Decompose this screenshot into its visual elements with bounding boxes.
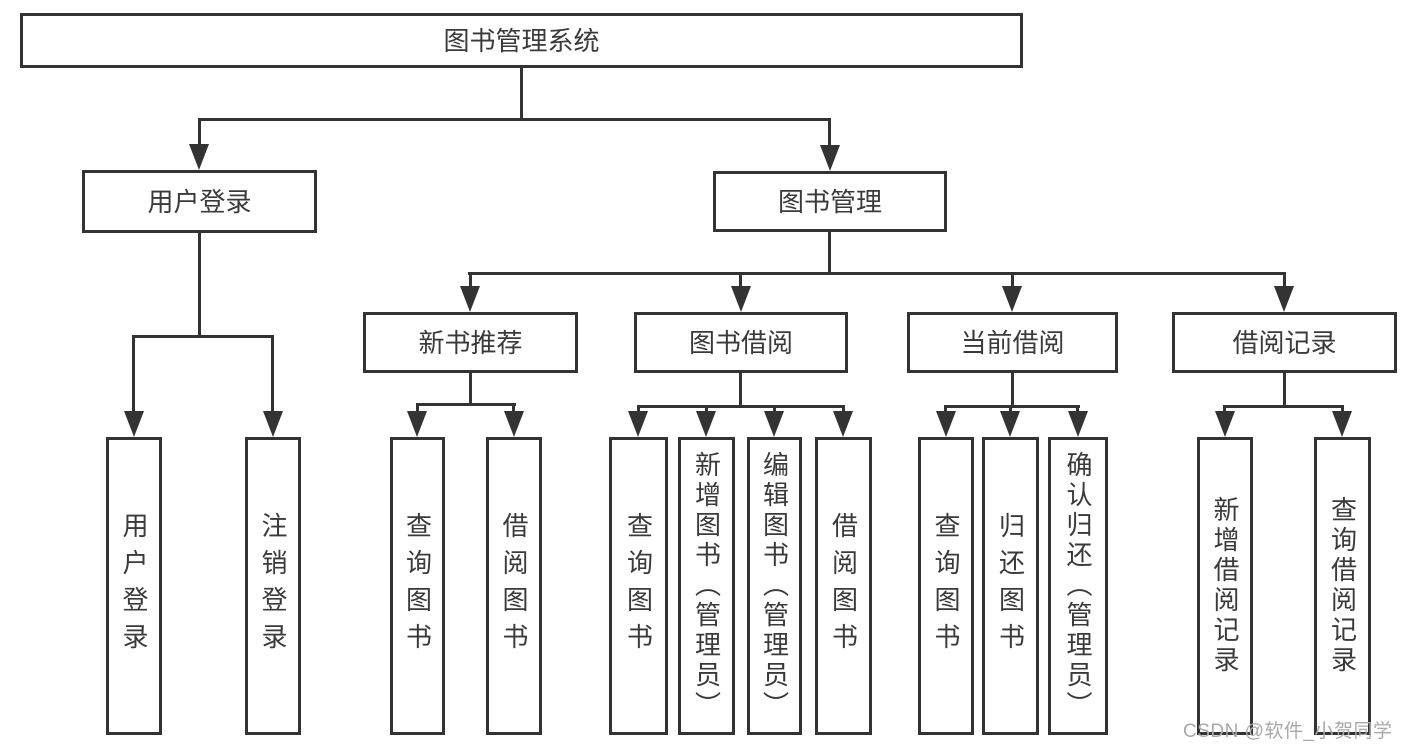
leaf-borrow-books-recommend: 借阅图书 bbox=[486, 437, 542, 735]
connector-vline bbox=[198, 233, 201, 336]
connector-vline bbox=[1011, 272, 1014, 288]
arrowhead-icon bbox=[407, 411, 427, 437]
arrowhead-icon bbox=[189, 144, 209, 170]
arrowhead-icon bbox=[936, 411, 956, 437]
arrowhead-icon bbox=[1332, 411, 1352, 437]
connector-vline bbox=[132, 335, 135, 415]
connector-vline bbox=[739, 272, 742, 288]
arrowhead-icon bbox=[504, 411, 524, 437]
arrowhead-icon bbox=[124, 411, 144, 437]
connector-vline bbox=[773, 405, 776, 415]
watermark: CSDN @软件_小贺同学 bbox=[1183, 721, 1393, 742]
connector-hline bbox=[468, 272, 1286, 275]
connector-vline bbox=[198, 118, 201, 148]
connector-vline bbox=[520, 68, 523, 118]
arrowhead-icon bbox=[833, 411, 853, 437]
connector-vline bbox=[271, 335, 274, 415]
leaf-return-books: 归还图书 bbox=[982, 437, 1039, 735]
connector-hline bbox=[1223, 405, 1344, 408]
leaf-add-book-admin: 新增图书（管理员） bbox=[678, 437, 735, 735]
connector-hline bbox=[132, 335, 274, 338]
connector-vline bbox=[1009, 405, 1012, 415]
leaf-query-borrow-record: 查询借阅记录 bbox=[1314, 437, 1371, 735]
connector-hline bbox=[637, 405, 845, 408]
arrowhead-icon bbox=[1215, 411, 1235, 437]
arrowhead-icon bbox=[460, 286, 480, 312]
arrowhead-icon bbox=[1274, 286, 1294, 312]
leaf-query-books-current: 查询图书 bbox=[918, 437, 974, 735]
connector-vline bbox=[469, 272, 472, 288]
connector-vline bbox=[944, 405, 947, 415]
arrowhead-icon bbox=[731, 286, 751, 312]
arrowhead-icon bbox=[820, 145, 840, 171]
leaf-user-login: 用户登录 bbox=[106, 437, 162, 735]
connector-hline bbox=[198, 118, 831, 121]
connector-vline bbox=[1223, 405, 1226, 415]
leaf-add-borrow-record: 新增借阅记录 bbox=[1197, 437, 1253, 735]
connector-vline bbox=[416, 403, 419, 415]
leaf-confirm-return-admin: 确认归还（管理员） bbox=[1048, 437, 1108, 735]
connector-vline bbox=[1011, 373, 1014, 407]
connector-vline bbox=[637, 405, 640, 415]
node-book-borrow: 图书借阅 bbox=[634, 312, 848, 373]
leaf-query-books-borrow: 查询图书 bbox=[609, 437, 668, 735]
arrowhead-icon bbox=[696, 411, 716, 437]
connector-vline bbox=[1341, 405, 1344, 415]
node-user-login: 用户登录 bbox=[82, 170, 317, 233]
arrowhead-icon bbox=[1000, 411, 1020, 437]
connector-vline bbox=[828, 232, 831, 275]
node-current-borrow: 当前借阅 bbox=[907, 312, 1118, 373]
connector-vline bbox=[1283, 373, 1286, 407]
node-borrow-records: 借阅记录 bbox=[1172, 312, 1397, 373]
node-new-book-recommend: 新书推荐 bbox=[363, 312, 578, 373]
leaf-logout: 注销登录 bbox=[245, 437, 301, 735]
connector-vline bbox=[842, 405, 845, 415]
connector-vline bbox=[469, 373, 472, 405]
connector-vline bbox=[705, 405, 708, 415]
leaf-edit-book-admin: 编辑图书（管理员） bbox=[747, 437, 802, 735]
arrowhead-icon bbox=[764, 411, 784, 437]
arrowhead-icon bbox=[263, 411, 283, 437]
connector-vline bbox=[828, 118, 831, 148]
node-library-system: 图书管理系统 bbox=[20, 13, 1023, 68]
connector-hline bbox=[944, 405, 1080, 408]
connector-vline bbox=[1076, 405, 1079, 415]
arrowhead-icon bbox=[628, 411, 648, 437]
connector-vline bbox=[739, 373, 742, 407]
connector-vline bbox=[1283, 272, 1286, 288]
connector-hline bbox=[416, 403, 516, 406]
arrowhead-icon bbox=[1068, 411, 1088, 437]
connector-vline bbox=[512, 403, 515, 415]
node-book-management: 图书管理 bbox=[713, 171, 947, 232]
arrowhead-icon bbox=[1002, 286, 1022, 312]
leaf-borrow-books: 借阅图书 bbox=[815, 437, 872, 735]
leaf-query-books-recommend: 查询图书 bbox=[390, 437, 445, 735]
